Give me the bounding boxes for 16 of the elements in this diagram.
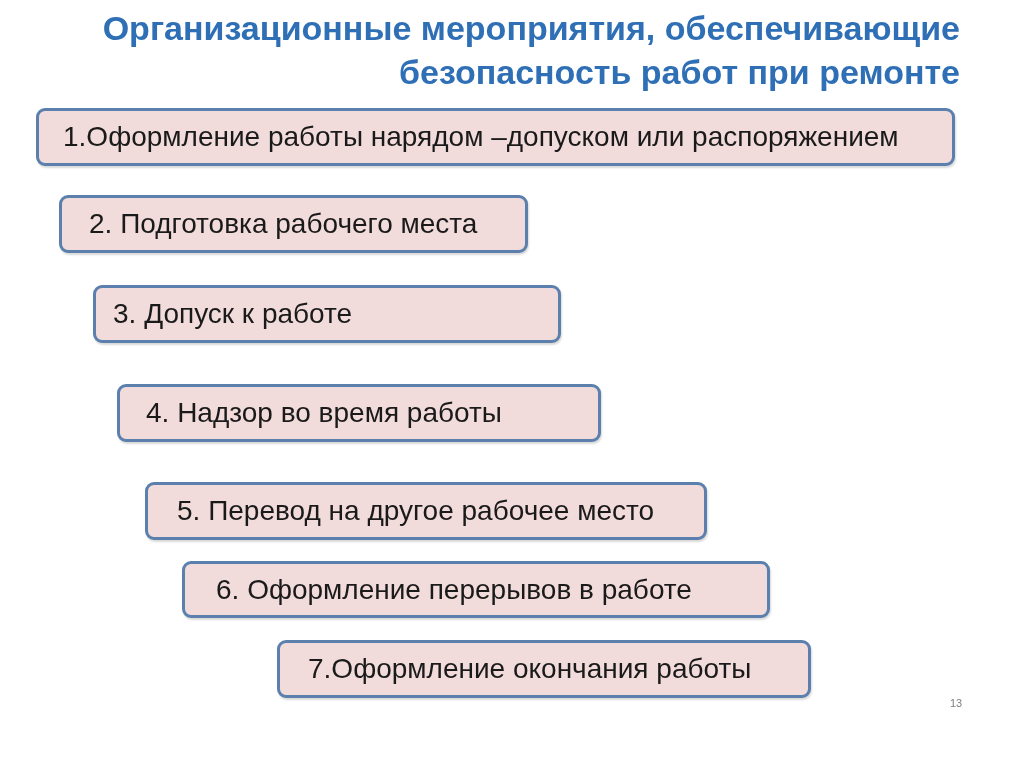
step-box xyxy=(59,195,528,253)
slide-title: Организационные мероприятия, обеспечивающие безопасность работ при ремонте xyxy=(101,8,960,93)
page-number: 13 xyxy=(950,697,963,709)
step-text: 5. Перевод на другое рабочее место xyxy=(177,495,655,527)
step-text: 7.Оформление окончания работы xyxy=(308,653,752,685)
step-text: 6. Оформление перерывов в работе xyxy=(216,573,692,606)
step-box xyxy=(36,108,955,166)
step-box xyxy=(117,384,601,442)
step-box xyxy=(277,640,811,698)
step-box xyxy=(93,285,561,343)
step-box xyxy=(145,482,707,540)
step-box xyxy=(182,561,770,618)
step-text: 1.Оформление работы нарядом –допуском или распоряжением xyxy=(63,121,899,153)
step-text: 3. Допуск к работе xyxy=(113,298,353,330)
step-text: 4. Надзор во время работы xyxy=(146,397,502,429)
step-text: 2. Подготовка рабочего места xyxy=(89,208,478,240)
